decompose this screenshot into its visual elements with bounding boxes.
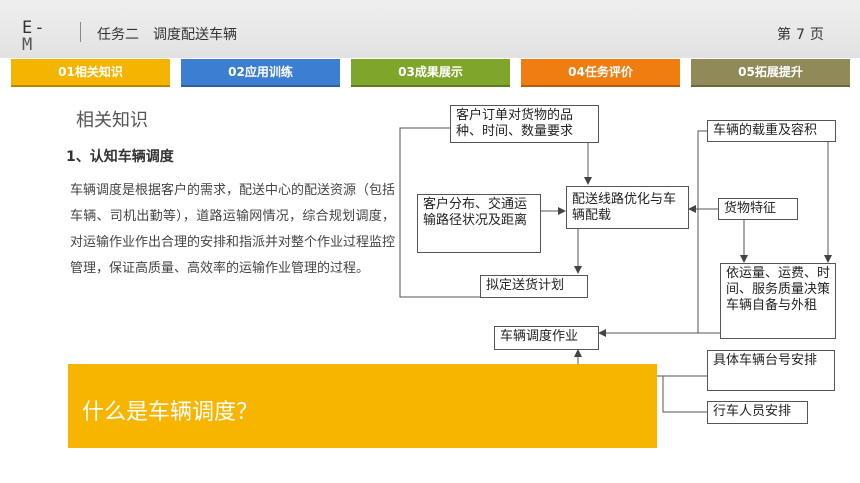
task-label: 任务二 xyxy=(97,27,139,43)
definition-paragraph: 车辆调度是根据客户的需求，配送中心的配送资源（包括车辆、司机出勤等），道路运输网… xyxy=(70,183,396,276)
section-title: 相关知识 xyxy=(76,110,148,131)
vehicle-number-box: 具体车辆台号安排 xyxy=(707,350,835,391)
vehicle-decision-box: 依运量、运费、时间、服务质量决策车辆自备与外租 xyxy=(720,263,836,339)
driver-assignment-box: 行车人员安排 xyxy=(707,401,808,424)
tab-related-knowledge[interactable]: 01相关知识 xyxy=(11,59,170,87)
tab-results-display[interactable]: 03成果展示 xyxy=(351,59,510,87)
cargo-features-box: 货物特征 xyxy=(718,198,798,220)
logo: E- M xyxy=(22,20,62,56)
customer-order-box: 客户订单对货物的品种、时间、数量要求 xyxy=(450,105,599,143)
task-heading: 任务二调度配送车辆 xyxy=(97,24,237,44)
logo-line-2: M xyxy=(22,35,35,55)
task-title: 调度配送车辆 xyxy=(153,27,237,43)
dispatch-operation-box: 车辆调度作业 xyxy=(494,326,599,350)
tab-task-evaluation[interactable]: 04任务评价 xyxy=(521,59,680,87)
subsection-title: 1、认知车辆调度 xyxy=(66,149,174,165)
page-suffix: 页 xyxy=(809,27,824,43)
header-divider xyxy=(80,22,81,42)
tab-extension[interactable]: 05拓展提升 xyxy=(691,59,850,87)
page-number: 7 xyxy=(796,27,805,43)
delivery-plan-box: 拟定送货计划 xyxy=(480,275,588,298)
route-optimization-box: 配送线路优化与车辆配载 xyxy=(566,186,689,229)
logo-line-1: E- xyxy=(22,18,47,38)
tab-application-training[interactable]: 02应用训练 xyxy=(181,59,340,87)
banner-question: 什么是车辆调度？ xyxy=(82,400,259,425)
page-prefix: 第 xyxy=(777,27,791,43)
vehicle-capacity-box: 车辆的载重及容积 xyxy=(707,120,836,142)
question-banner: 什么是车辆调度？ xyxy=(68,364,657,448)
customer-distribution-box: 客户分布、交通运输路径状况及距离 xyxy=(417,194,541,253)
